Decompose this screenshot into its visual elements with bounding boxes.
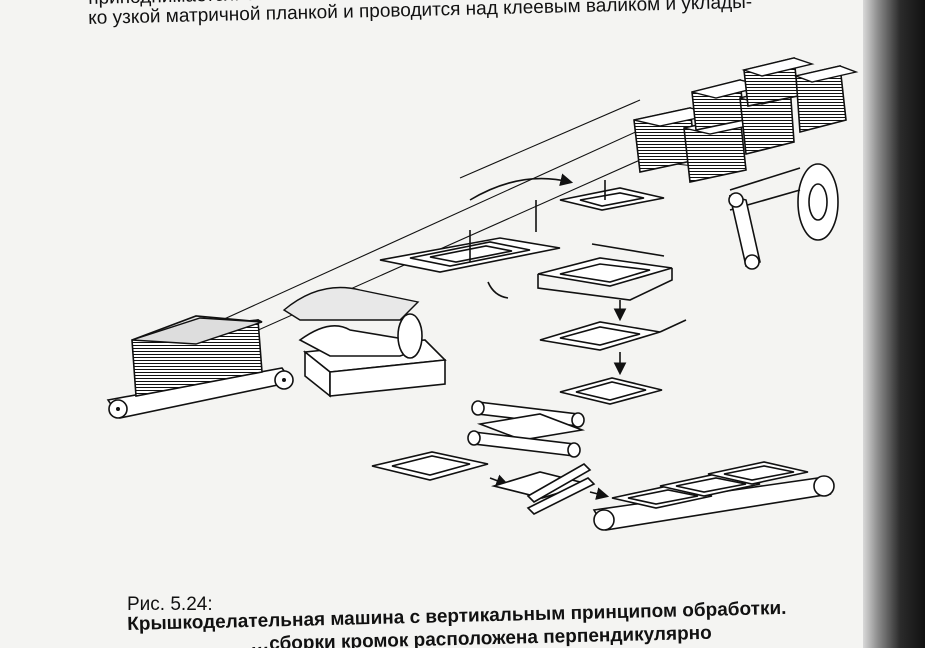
frame-sheets xyxy=(379,173,665,299)
page-gutter-shadow xyxy=(863,0,925,648)
glue-roller-unit xyxy=(282,286,447,398)
gutter-text xyxy=(891,40,921,480)
input-stack-conveyor xyxy=(106,315,294,419)
output-conveyor xyxy=(592,461,835,531)
frame-trays xyxy=(537,243,687,405)
drive-wheel xyxy=(728,163,839,270)
figure-label: Рис. 5.24: xyxy=(127,594,213,615)
lower-frames xyxy=(371,451,610,515)
press-rollers xyxy=(467,400,586,458)
finished-stacks xyxy=(633,57,859,183)
